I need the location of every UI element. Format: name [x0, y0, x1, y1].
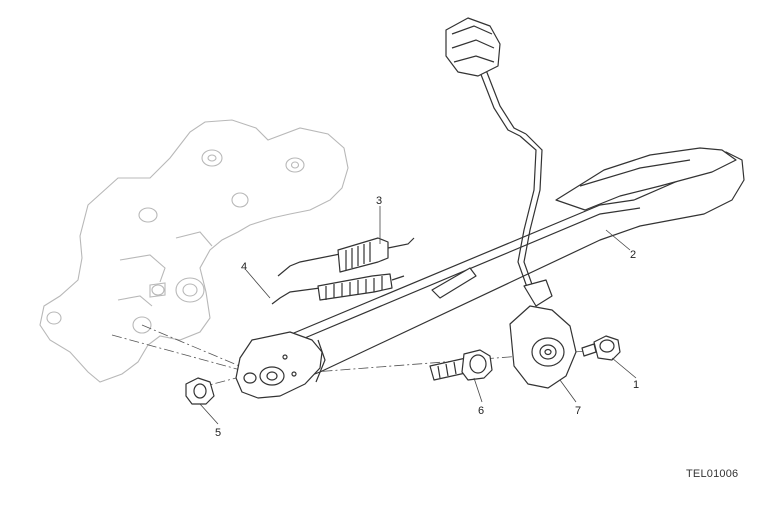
- callout-5: 5: [215, 427, 221, 439]
- spring-lower: [271, 273, 405, 305]
- pivot-bolt: [429, 349, 493, 381]
- callout-2: 2: [630, 249, 636, 261]
- callout-6: 6: [478, 405, 484, 417]
- side-stand-sensor: [445, 17, 577, 389]
- frame-bracket-ghost: [39, 119, 349, 383]
- callout-4: 4: [241, 261, 247, 273]
- leader-lines: [199, 206, 637, 425]
- callout-3: 3: [376, 195, 382, 207]
- callout-1: 1: [633, 379, 639, 391]
- drawing-reference-code: TEL01006: [686, 468, 739, 480]
- side-stand-leg: [235, 147, 745, 399]
- nut: [185, 377, 215, 405]
- spring-upper: [277, 237, 415, 277]
- callout-7: 7: [575, 405, 581, 417]
- screw: [581, 335, 621, 361]
